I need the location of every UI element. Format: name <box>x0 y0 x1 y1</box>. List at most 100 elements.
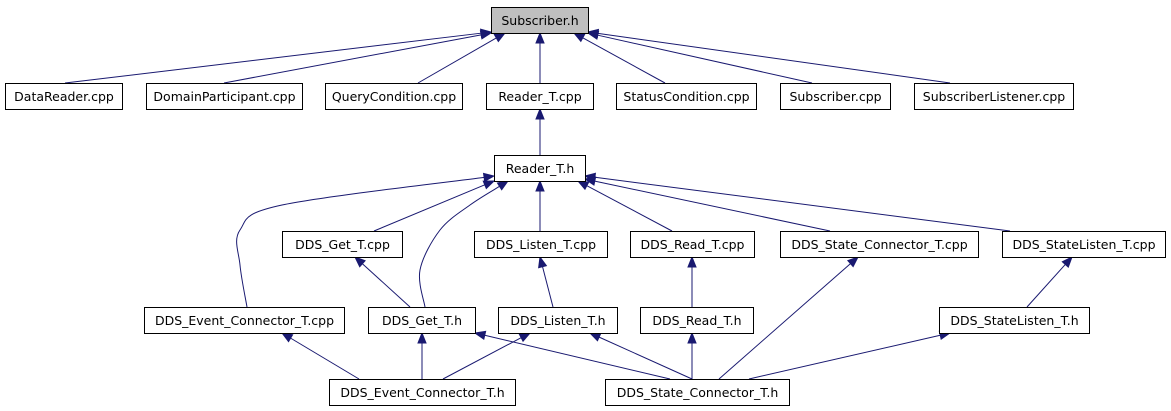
node-label: DDS_Listen_T.cpp <box>486 237 596 252</box>
node-dds-state-connector-t-h[interactable]: DDS_State_Connector_T.h <box>605 379 790 406</box>
arrowhead-icon <box>687 331 697 344</box>
arrowhead-icon <box>1061 255 1073 268</box>
edge-reader_t_cpp-to-subscriber_h <box>535 31 545 83</box>
edge-querycondition_cpp-to-subscriber_h <box>417 32 507 84</box>
node-dds-listen-t-cpp[interactable]: DDS_Listen_T.cpp <box>474 231 608 258</box>
arrowhead-icon <box>586 28 600 39</box>
edge-subscriberlistener_cpp-to-subscriber_h <box>586 28 951 84</box>
node-box <box>325 83 463 110</box>
arrowhead-icon <box>473 330 487 341</box>
edge-dds_event_connector_t_h-to-dds_listen_t_h <box>442 332 532 380</box>
edge-dds_state_connector_t_h-to-dds_state_connector_t_cpp <box>718 256 860 380</box>
arrowhead-icon <box>538 255 548 269</box>
node-dds-statelisten-t-cpp[interactable]: DDS_StateListen_T.cpp <box>1002 231 1166 258</box>
edge-domainparticipant_cpp-to-subscriber_h <box>223 30 493 84</box>
node-box <box>329 379 516 406</box>
edge-line <box>417 37 497 84</box>
edge-line <box>1026 264 1066 308</box>
node-subscriberlistener-cpp[interactable]: SubscriberListener.cpp <box>914 83 1074 110</box>
arrowhead-icon <box>518 332 532 343</box>
node-domainparticipant-cpp[interactable]: DomainParticipant.cpp <box>146 83 303 110</box>
edge-dds_state_connector_t_h-to-dds_get_t_h <box>473 330 671 380</box>
arrowhead-icon <box>588 332 602 342</box>
node-statuscondition-cpp[interactable]: StatusCondition.cpp <box>616 83 757 110</box>
node-dds-state-connector-t-cpp[interactable]: DDS_State_Connector_T.cpp <box>780 231 979 258</box>
node-dds-statelisten-t-h[interactable]: DDS_StateListen_T.h <box>939 307 1090 334</box>
node-label: DomainParticipant.cpp <box>153 89 295 104</box>
node-reader-t-cpp[interactable]: Reader_T.cpp <box>486 83 594 110</box>
edge-line <box>597 32 951 84</box>
node-label: DDS_State_Connector_T.cpp <box>791 237 967 252</box>
node-subscriber-cpp[interactable]: Subscriber.cpp <box>780 83 891 110</box>
node-dds-listen-t-h[interactable]: DDS_Listen_T.h <box>498 307 618 334</box>
node-dds-event-connector-t-cpp[interactable]: DDS_Event_Connector_T.cpp <box>144 307 345 334</box>
edge-line <box>64 32 482 84</box>
edge-line <box>597 34 813 84</box>
node-box <box>368 307 476 334</box>
arrowhead-icon <box>583 172 597 183</box>
arrowhead-icon <box>479 30 493 40</box>
node-box <box>486 83 594 110</box>
edge-line <box>586 185 673 232</box>
node-box <box>498 307 618 334</box>
node-label: DDS_Read_T.cpp <box>641 237 745 252</box>
edge-dds_statelisten_t_cpp-to-reader_t_h <box>583 172 1011 232</box>
edges-layer <box>64 28 1073 380</box>
edge-dds_statelisten_t_h-to-dds_statelisten_t_cpp <box>1026 255 1073 308</box>
node-box <box>491 7 589 34</box>
edge-dds_state_connector_t_h-to-dds_statelisten_t_h <box>748 330 952 380</box>
node-box <box>914 83 1074 110</box>
node-label: DDS_State_Connector_T.h <box>617 385 779 400</box>
node-label: StatusCondition.cpp <box>623 89 749 104</box>
node-box <box>146 83 303 110</box>
node-box <box>780 83 891 110</box>
edge-dds_state_connector_t_h-to-dds_read_t_h <box>687 331 697 379</box>
node-label: Reader_T.cpp <box>498 89 581 104</box>
node-reader-t-h[interactable]: Reader_T.h <box>494 155 586 182</box>
node-label: Subscriber.h <box>501 13 578 28</box>
node-label: QueryCondition.cpp <box>332 89 456 104</box>
edge-line <box>362 263 411 308</box>
edge-reader_t_h-to-reader_t_cpp <box>535 107 545 155</box>
node-box <box>640 307 754 334</box>
edge-line <box>582 37 666 84</box>
node-box <box>144 307 345 334</box>
arrowhead-icon <box>535 179 545 192</box>
edge-line <box>373 184 485 232</box>
edge-line <box>748 334 941 380</box>
edge-dds_read_t_cpp-to-reader_t_h <box>576 180 673 232</box>
edge-subscriber_cpp-to-subscriber_h <box>586 30 813 84</box>
arrowhead-icon <box>535 107 545 120</box>
arrowhead-icon <box>687 255 697 268</box>
node-box <box>1002 231 1166 258</box>
arrowhead-icon <box>482 172 496 183</box>
edge-datareader_cpp-to-subscriber_h <box>64 28 493 84</box>
edge-line <box>594 176 1011 232</box>
node-label: SubscriberListener.cpp <box>923 89 1065 104</box>
edge-line <box>418 185 500 308</box>
node-dds-event-connector-t-h[interactable]: DDS_Event_Connector_T.h <box>329 379 516 406</box>
arrowhead-icon <box>482 180 496 190</box>
edge-dds_event_connector_t_h-to-dds_get_t_h <box>417 331 427 379</box>
node-label: DDS_Event_Connector_T.h <box>340 385 504 400</box>
node-dds-read-t-cpp[interactable]: DDS_Read_T.cpp <box>630 231 755 258</box>
edge-dds_listen_t_h-to-dds_listen_t_cpp <box>538 255 554 308</box>
node-box <box>605 379 790 406</box>
node-box <box>494 155 586 182</box>
edge-dds_get_t_cpp-to-reader_t_h <box>373 180 496 232</box>
node-dds-read-t-h[interactable]: DDS_Read_T.h <box>640 307 754 334</box>
node-dds-get-t-cpp[interactable]: DDS_Get_T.cpp <box>282 231 403 258</box>
node-querycondition-cpp[interactable]: QueryCondition.cpp <box>325 83 463 110</box>
node-datareader-cpp[interactable]: DataReader.cpp <box>5 83 123 110</box>
node-box <box>282 231 403 258</box>
edge-line <box>442 337 522 380</box>
node-box <box>780 231 979 258</box>
node-label: DataReader.cpp <box>14 89 114 104</box>
node-dds-get-t-h[interactable]: DDS_Get_T.h <box>368 307 476 334</box>
arrowhead-icon <box>846 256 860 268</box>
arrowhead-icon <box>493 32 507 43</box>
arrowhead-icon <box>354 256 366 268</box>
node-label: DDS_Event_Connector_T.cpp <box>155 313 334 328</box>
